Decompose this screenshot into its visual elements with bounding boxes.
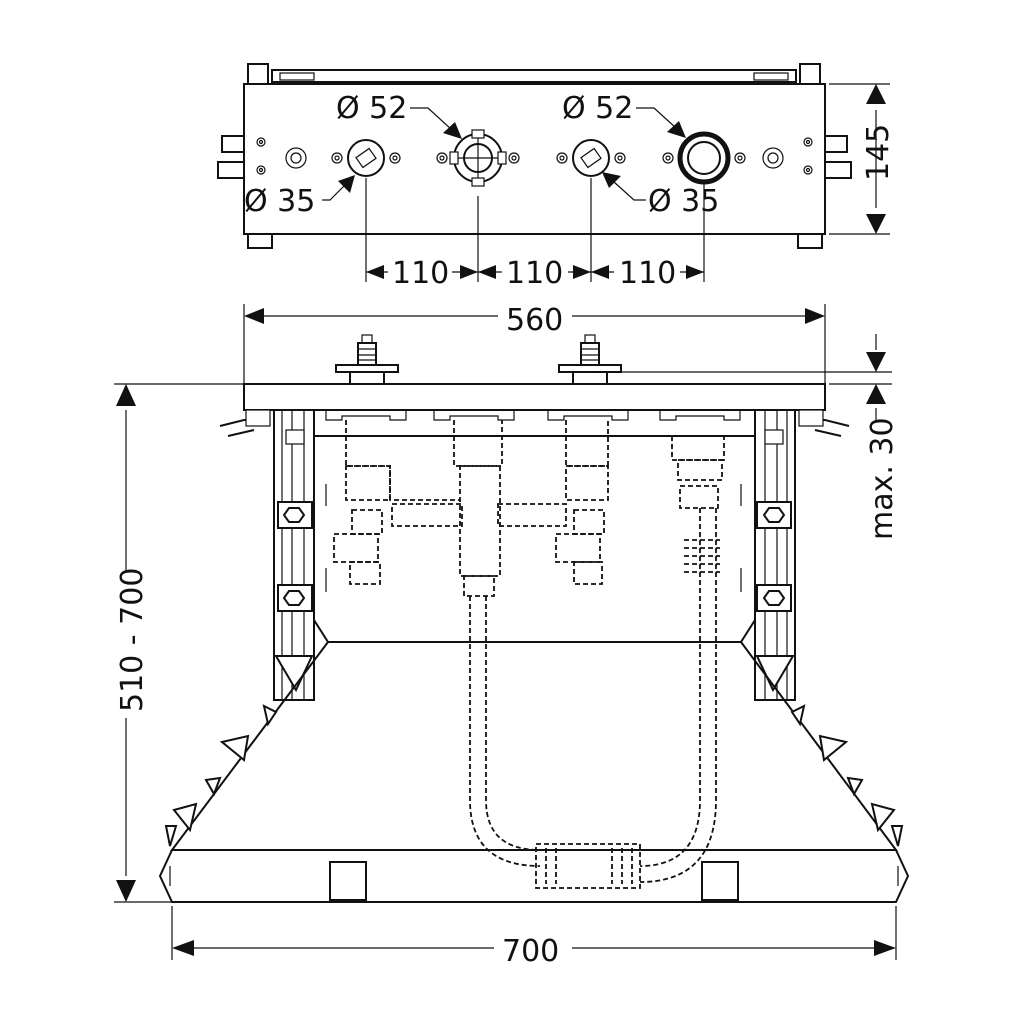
bottom-frame-base [158,849,910,903]
dia52-left-label: Ø 52 [336,91,407,126]
foot-right [701,861,739,901]
spout-left [436,129,520,187]
height-145-label: 145 [861,124,896,181]
height-range-label: 510 - 700 [115,568,150,712]
foot-left [329,861,367,901]
width-560-label: 560 [506,303,563,338]
top-plate [243,383,826,411]
back-panel [313,435,756,643]
right-column [754,409,796,701]
top-view: Ø 52 Ø 52 Ø 35 Ø 35 145 110 110 110 [217,63,896,291]
top-rail [271,69,797,83]
dia35-right-label: Ø 35 [648,184,719,219]
spacing-label-1: 110 [392,256,449,291]
corner-clip-right [799,63,821,84]
connector-right [558,334,622,385]
valve-left [331,139,401,177]
dia52-right-label: Ø 52 [562,91,633,126]
spacing-label-2: 110 [506,256,563,291]
dia35-left-label: Ø 35 [244,184,315,219]
front-view: 560 max. 30 [114,303,910,969]
connector-left [335,334,399,385]
width-700-label: 700 [502,934,559,969]
corner-clip-left [247,63,269,84]
spacing-label-3: 110 [619,256,676,291]
internal-piping [333,420,725,889]
valve-right [556,139,626,177]
opening-right [662,131,746,185]
max-30-label: max. 30 [865,417,900,540]
left-column [273,409,315,701]
